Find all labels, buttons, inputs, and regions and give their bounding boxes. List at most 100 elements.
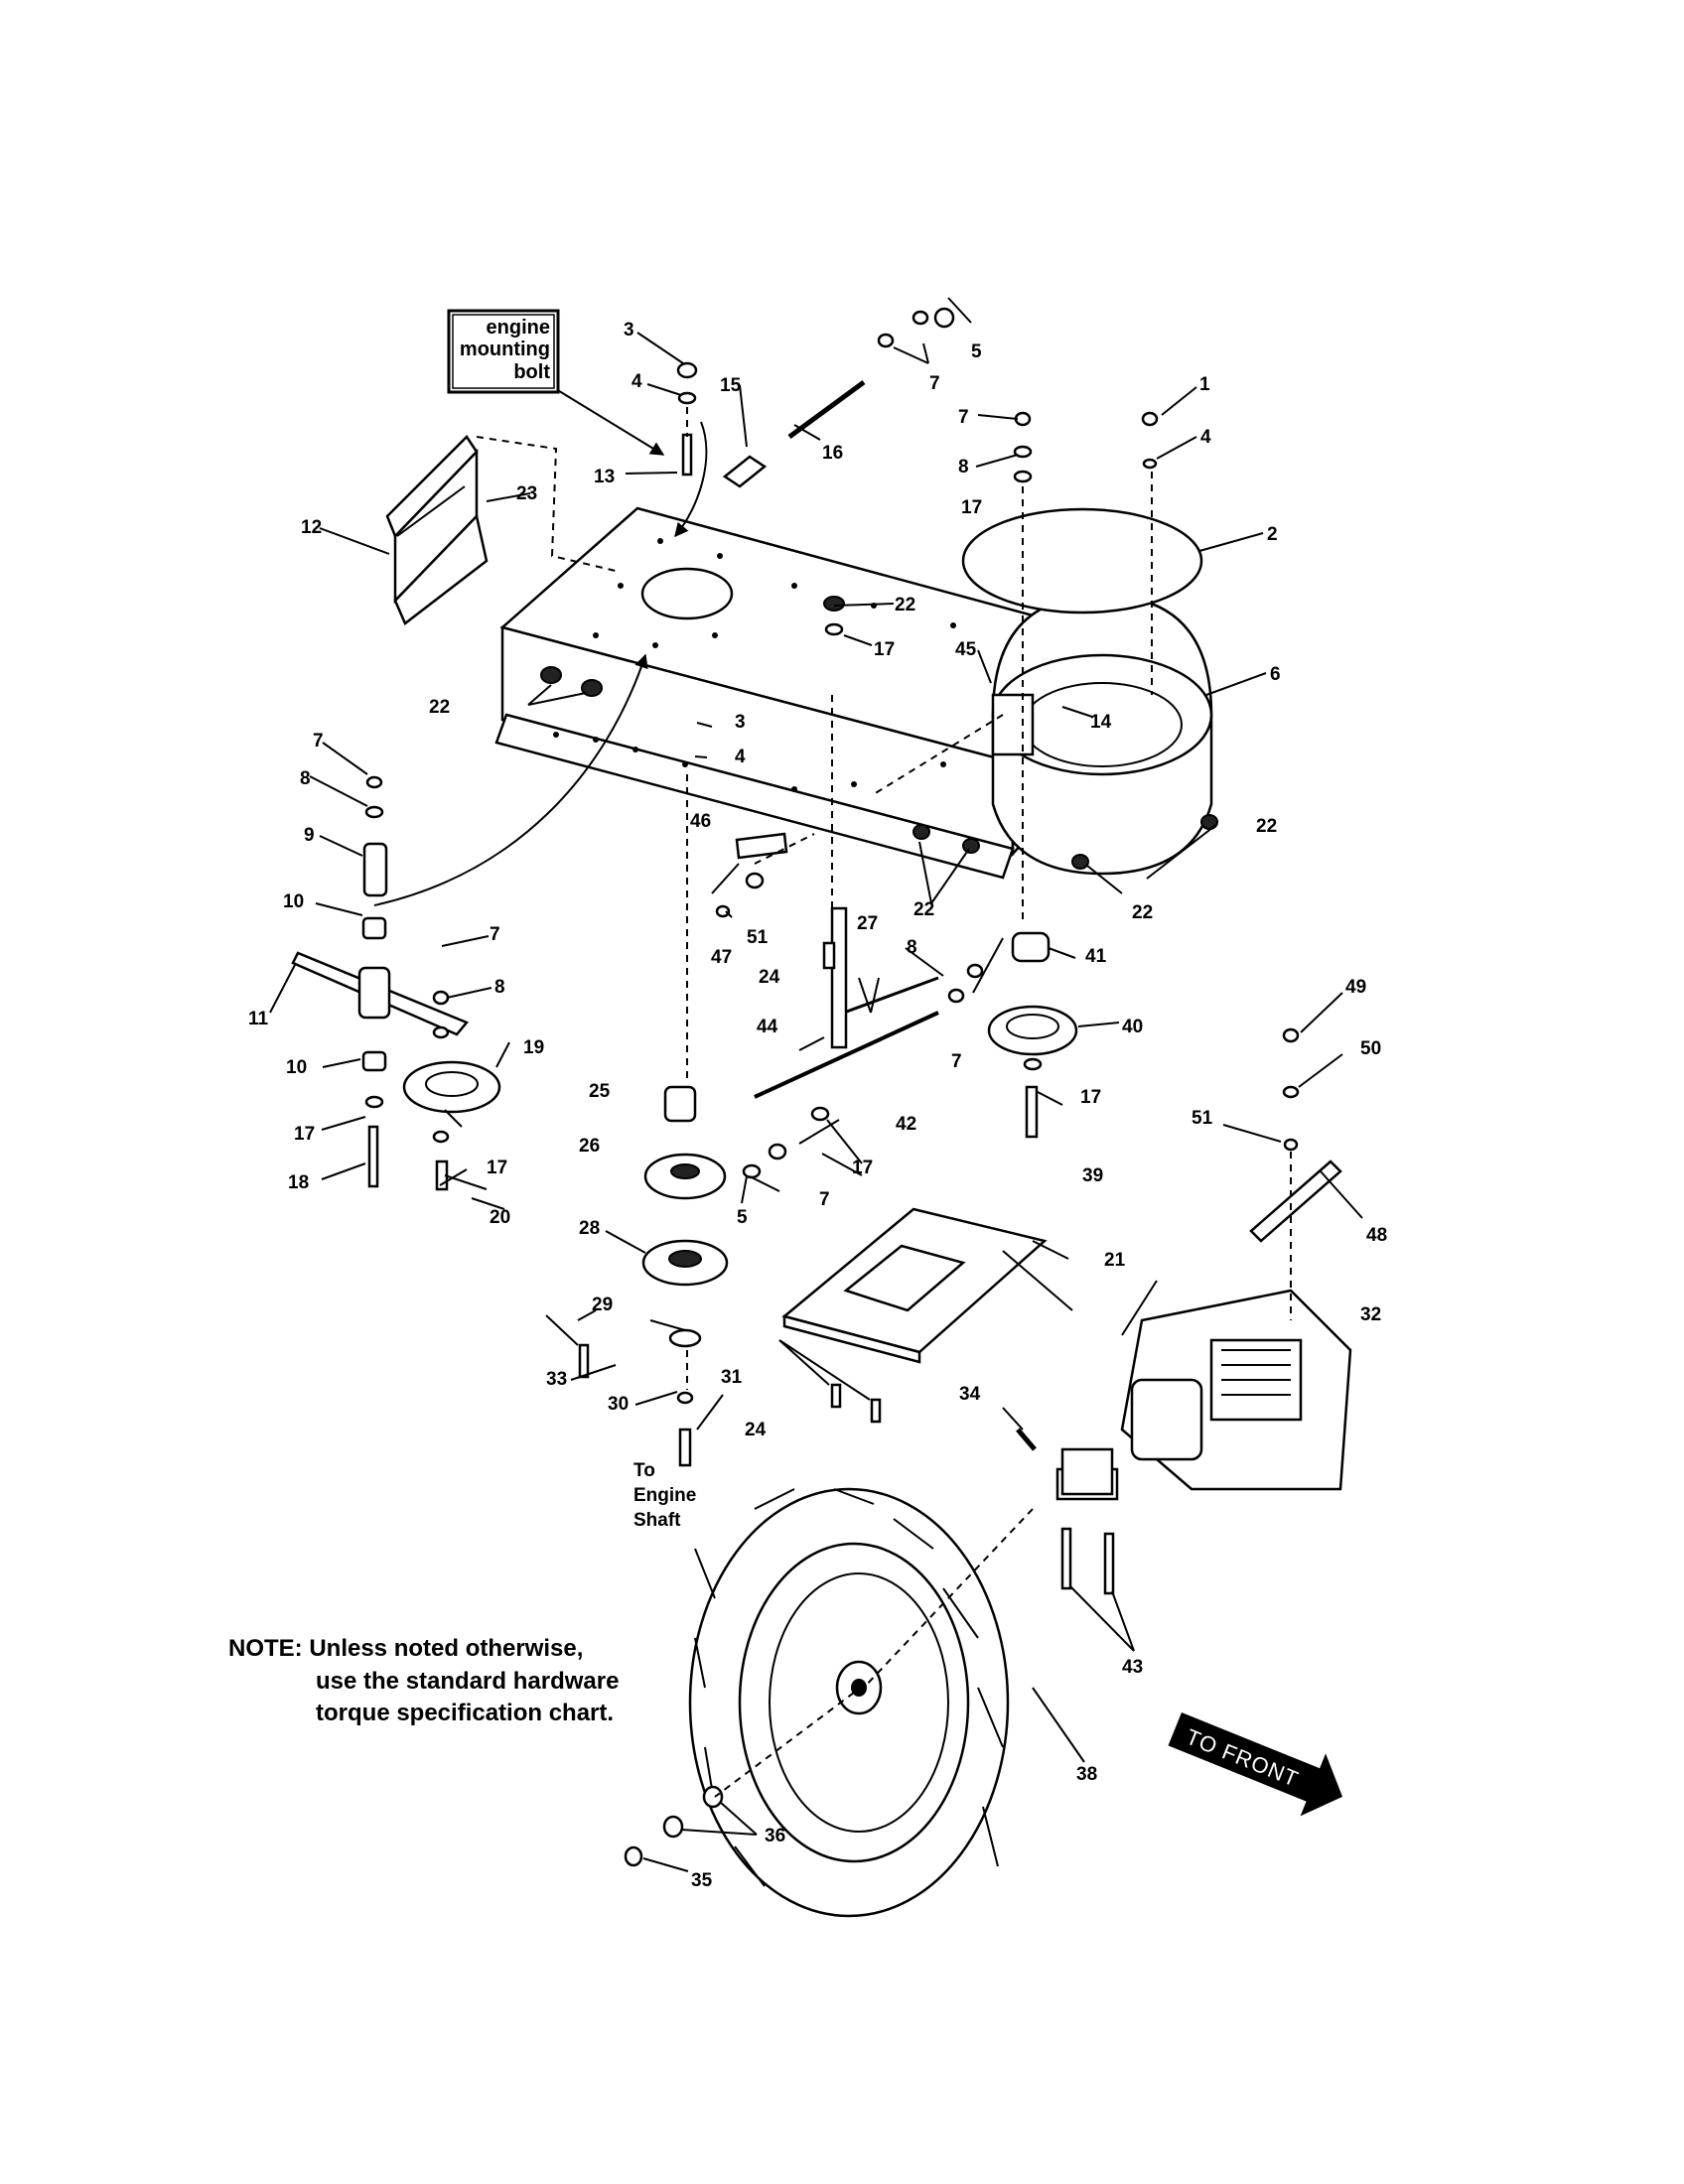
wheel-38	[688, 1487, 1010, 1918]
drive-pulley-stack	[641, 1085, 729, 1467]
pulley-19	[402, 1060, 501, 1114]
callout-48: 48	[1366, 1225, 1387, 1246]
callout-19: 19	[523, 1037, 544, 1058]
bolt-24b	[870, 1398, 882, 1424]
small-hardware	[364, 307, 1300, 1595]
callout-30: 30	[608, 1394, 629, 1415]
callout-49: 49	[1345, 977, 1366, 998]
to-front-arrow: TO FRONT	[1168, 1712, 1343, 1817]
callout-20: 20	[490, 1207, 510, 1228]
callout-43: 43	[1122, 1657, 1143, 1678]
callout-8: 8	[494, 977, 505, 998]
callout-10: 10	[283, 891, 304, 912]
cover-plate	[961, 507, 1203, 614]
callout-3: 3	[624, 320, 634, 341]
transaxle-32	[1055, 1289, 1352, 1501]
note-line-2: use the standard hardware	[316, 1668, 619, 1695]
bolt-curve-arrow	[674, 421, 708, 538]
callout-7: 7	[929, 373, 940, 394]
bracket-48	[1249, 1160, 1342, 1243]
callout-41: 41	[1085, 946, 1107, 967]
engine-box-leader	[555, 388, 665, 456]
callout-24: 24	[759, 967, 780, 988]
callout-22: 22	[429, 697, 450, 718]
callout-40: 40	[1122, 1017, 1143, 1037]
callout-45: 45	[955, 639, 977, 660]
callout-22: 22	[895, 595, 915, 615]
callout-7: 7	[490, 924, 500, 945]
callout-29: 29	[592, 1295, 613, 1315]
callout-8: 8	[958, 457, 969, 478]
callout-28: 28	[579, 1218, 600, 1239]
callout-8: 8	[300, 768, 311, 789]
washer-36a	[702, 1785, 724, 1809]
callout-7: 7	[958, 407, 969, 428]
callout-4: 4	[1200, 427, 1211, 448]
callout-numbers: 1 2 3 3 4 4 4 5 5 6 7 7 7 7 7 7 8 8 8 8 …	[248, 320, 1387, 1891]
callout-50: 50	[1360, 1038, 1381, 1059]
engine-bracket	[385, 435, 489, 625]
rod-42	[754, 1011, 939, 1099]
callout-4: 4	[632, 371, 642, 392]
callout-21: 21	[1104, 1250, 1126, 1271]
callout-12: 12	[301, 517, 322, 538]
callout-15: 15	[720, 375, 742, 396]
callout-5: 5	[971, 341, 982, 362]
box-line-1: engine	[487, 317, 550, 339]
callout-17: 17	[961, 497, 982, 518]
callout-22: 22	[1256, 816, 1277, 837]
callout-51: 51	[1192, 1108, 1213, 1129]
engine-shaft-line-3: Shaft	[633, 1510, 681, 1531]
washer-36b	[662, 1815, 684, 1839]
engine-shaft-label: To Engine Shaft	[633, 1460, 696, 1531]
mounting-curve-arrow	[373, 653, 648, 906]
callout-10: 10	[286, 1057, 307, 1078]
clip-35	[624, 1845, 643, 1867]
callout-32: 32	[1360, 1304, 1381, 1325]
callout-17: 17	[487, 1158, 507, 1178]
callout-24: 24	[745, 1420, 767, 1440]
belt-guide-46	[735, 832, 788, 860]
callout-1: 1	[1199, 374, 1210, 395]
callout-6: 6	[1270, 664, 1281, 685]
callout-35: 35	[691, 1870, 713, 1891]
torque-note: NOTE: Unless noted otherwise, use the st…	[228, 1635, 619, 1726]
callout-18: 18	[288, 1172, 309, 1193]
callout-17: 17	[852, 1158, 873, 1178]
callout-11: 11	[248, 1009, 269, 1029]
idler-pulley-40	[987, 931, 1078, 1139]
rod-42-upper	[843, 976, 939, 1015]
engine-shaft-line-2: Engine	[633, 1485, 696, 1506]
callout-42: 42	[896, 1114, 916, 1135]
callout-22: 22	[913, 899, 934, 920]
callout-17: 17	[1080, 1087, 1101, 1108]
note-line-3: torque specification chart.	[316, 1700, 614, 1726]
callout-7: 7	[313, 731, 324, 751]
callout-17: 17	[874, 639, 895, 660]
callout-31: 31	[721, 1367, 743, 1388]
callout-17: 17	[294, 1124, 315, 1145]
bolt-24	[830, 1383, 842, 1409]
engine-shaft-line-1: To	[633, 1460, 655, 1481]
fan-shroud	[991, 594, 1213, 876]
callout-26: 26	[579, 1136, 600, 1157]
callout-9: 9	[304, 825, 315, 846]
idler-arm-assembly	[291, 775, 470, 1072]
callout-3: 3	[735, 712, 746, 733]
callout-8: 8	[907, 937, 917, 958]
bracket-dash-line	[476, 436, 617, 572]
callout-13: 13	[594, 467, 615, 487]
plate-21	[781, 1207, 1048, 1364]
callout-39: 39	[1082, 1165, 1103, 1186]
assembly-dashed-lines	[686, 407, 1292, 1798]
callout-16: 16	[822, 443, 843, 464]
callout-34: 34	[959, 1384, 981, 1405]
callout-38: 38	[1076, 1764, 1097, 1785]
callout-14: 14	[1090, 712, 1112, 733]
callout-22: 22	[1132, 902, 1153, 923]
callout-44: 44	[757, 1017, 778, 1037]
callout-36: 36	[765, 1826, 785, 1846]
box-line-2: mounting	[460, 339, 550, 360]
callout-23: 23	[516, 483, 537, 504]
